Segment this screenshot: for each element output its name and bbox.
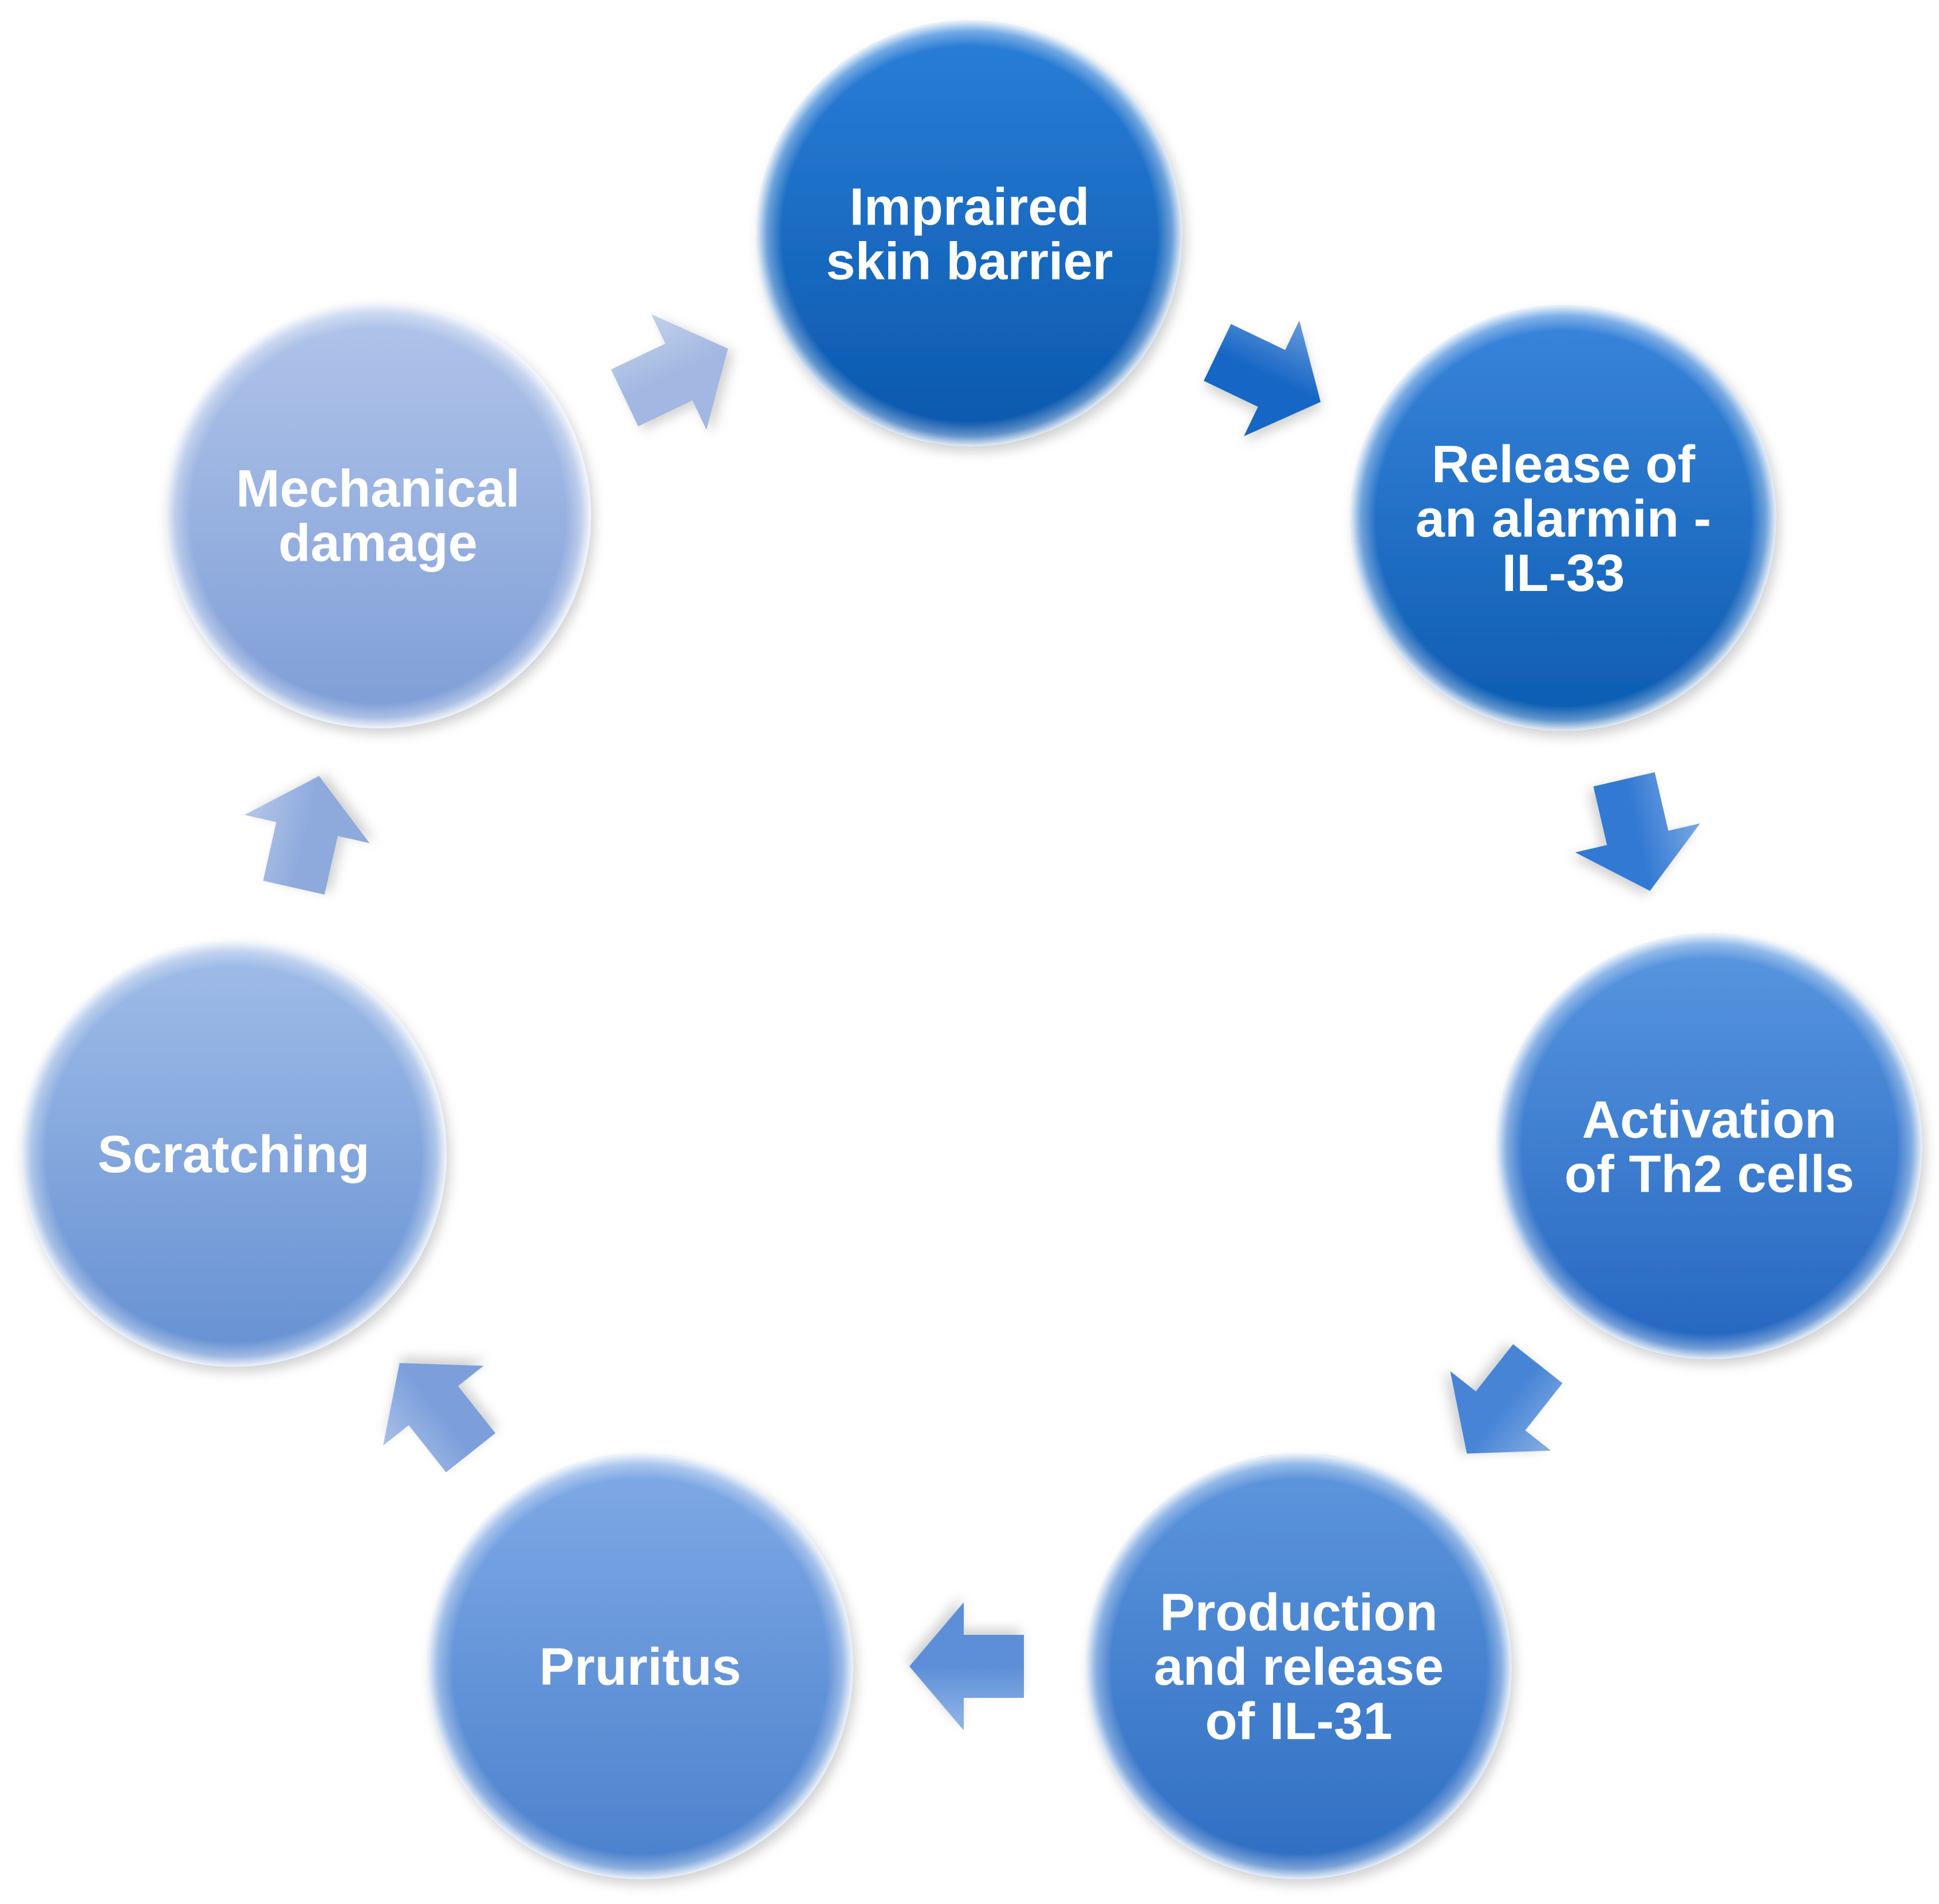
arrow-activation-th2-to-production-il31: [1450, 1344, 1563, 1454]
node-label-line: Scratching: [97, 1125, 369, 1184]
node-label-line: Mechanical: [236, 460, 520, 518]
node-rim-highlight: [21, 941, 447, 1367]
node-rim-highlight: [1350, 305, 1776, 731]
node-label-line: an alarmin -: [1416, 490, 1711, 548]
node-rim-highlight: [1496, 933, 1922, 1359]
node-label-line: of Th2 cells: [1564, 1145, 1854, 1204]
node-label-line: skin barrier: [826, 232, 1113, 291]
node-label-line: Impraired: [849, 178, 1089, 236]
node-rim-highlight: [165, 302, 591, 728]
arrow-production-il31-to-pruritus: [909, 1602, 1024, 1730]
node-label-line: of IL-31: [1205, 1692, 1392, 1751]
node-rim-highlight: [1086, 1453, 1512, 1879]
node-label-line: Activation: [1582, 1091, 1837, 1149]
node-label-line: Pruritus: [539, 1638, 742, 1696]
node-label-line: damage: [278, 514, 478, 573]
node-label-line: and release: [1154, 1638, 1444, 1696]
arrow-pruritus-to-scratching: [383, 1363, 496, 1473]
node-label-line: Release of: [1432, 435, 1696, 494]
arrows-layer: [244, 314, 1700, 1730]
node-rim-highlight: [427, 1453, 853, 1879]
arrow-mechanical-damage-to-impaired-skin-barrier: [611, 314, 728, 430]
node-scratching: Scratching: [21, 941, 447, 1367]
node-label-line: Production: [1160, 1583, 1438, 1642]
node-label-line: IL-33: [1502, 544, 1625, 602]
node-pruritus: Pruritus: [427, 1453, 853, 1879]
arrow-release-il33-to-activation-th2: [1575, 772, 1700, 891]
node-rim-highlight: [756, 21, 1183, 447]
arrow-impaired-skin-barrier-to-release-il33: [1204, 320, 1321, 436]
arrow-scratching-to-mechanical-damage: [244, 776, 370, 895]
